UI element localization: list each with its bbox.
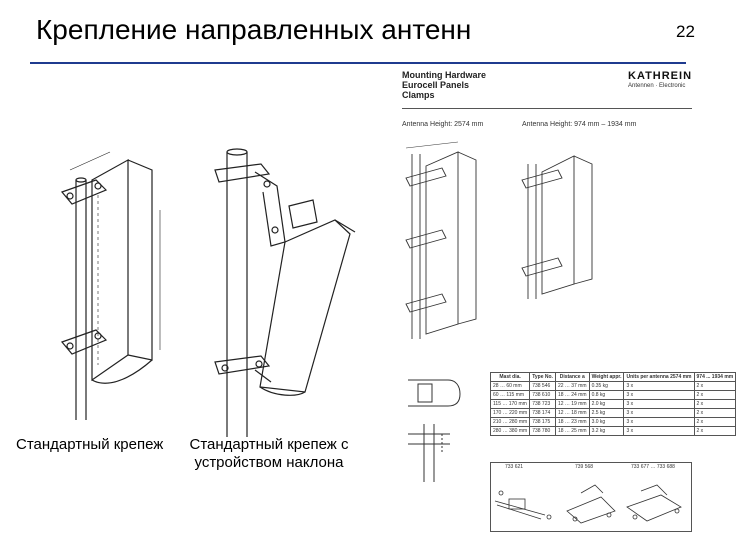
kathrein-logo: KATHREIN [628, 70, 693, 82]
mounting-spec-table: Mast dia. Type No. Distance a Weight app… [489, 372, 736, 436]
clamp-detail-drawing [408, 379, 461, 482]
standard-mount-drawing [60, 151, 161, 420]
kathrein-datasheet: Mounting Hardware Eurocell Panels Clamps… [384, 64, 736, 540]
datasheet-heading: Mounting Hardware Eurocell Panels Clamps [402, 70, 487, 100]
kit-label: 733 677 … 733 688 [631, 464, 675, 470]
datasheet-drawing-long [405, 141, 477, 339]
antenna-height-left: Antenna Height: 2574 mm [402, 121, 484, 128]
caption-standard-mount: Стандартный крепеж [16, 436, 164, 453]
page-number: 22 [676, 22, 695, 41]
page-title: Крепление направленных антенн [36, 14, 472, 45]
brand-subtitle: Antennen · Electronic [628, 83, 686, 89]
tilt-mount-drawing [214, 148, 356, 437]
datasheet-drawing-short [521, 155, 593, 299]
kit-label: 739 568 [575, 464, 594, 470]
title-divider [30, 62, 686, 64]
hardware-kits-drawing [494, 484, 682, 524]
datasheet-divider [402, 108, 692, 109]
kit-label: 733 621 [505, 464, 524, 470]
kit-strip: 733 621 739 568 733 677 … 733 688 [490, 462, 692, 532]
antenna-height-right: Antenna Height: 974 mm – 1934 mm [522, 121, 637, 128]
table-header-row: Mast dia. Type No. Distance a Weight app… [489, 372, 736, 382]
caption-tilt-mount: Стандартный крепеж с устройством наклона [189, 436, 349, 471]
